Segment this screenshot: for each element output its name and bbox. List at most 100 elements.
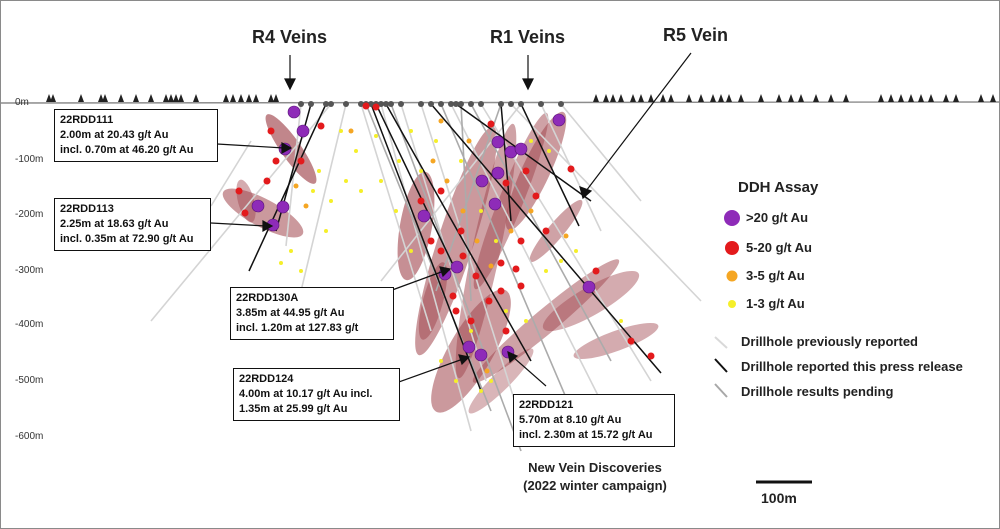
assay-marker (459, 159, 463, 163)
tree-icon (268, 94, 274, 102)
arrow-head (439, 266, 452, 278)
assay-marker (267, 127, 275, 135)
vein-body (542, 270, 640, 332)
assay-marker (466, 138, 472, 144)
assay-marker (439, 359, 443, 363)
assay-marker (339, 129, 343, 133)
legend-drillhole-prev: Drillhole previously reported (741, 334, 918, 349)
assay-marker (474, 348, 488, 362)
legend-drillhole-this: Drillhole reported this press release (741, 359, 963, 374)
tree-icon (118, 94, 124, 102)
drillhole (420, 103, 522, 422)
assay-marker (472, 272, 480, 280)
assay-marker (529, 139, 533, 143)
collar-marker (453, 101, 459, 107)
assay-marker (287, 105, 301, 119)
assay-marker (469, 329, 473, 333)
vein-body (529, 199, 583, 263)
callout-included: incl. 1.20m at 127.83 g/t (236, 322, 359, 334)
assay-marker (528, 208, 534, 214)
collar-marker (538, 101, 544, 107)
assay-marker (467, 317, 475, 325)
collar-marker (383, 101, 389, 107)
tree-icon (928, 94, 934, 102)
drillhole (435, 103, 502, 292)
tree-icon (230, 94, 236, 102)
assay-marker (462, 340, 476, 354)
red-sphere-icon (725, 240, 739, 255)
assay-marker (497, 287, 505, 295)
arrow-head (281, 141, 293, 155)
assay-marker (374, 134, 378, 138)
assay-marker (311, 189, 315, 193)
tree-icon (630, 94, 636, 102)
tree-icon (798, 94, 804, 102)
tree-icon (102, 94, 108, 102)
assay-marker (303, 203, 309, 209)
vein-title-r5: R5 Vein (663, 25, 729, 45)
scale-bar-label: 100m (761, 490, 797, 506)
tree-icon (46, 94, 52, 102)
callout-22rdd121: 22RDD121 5.70m at 8.10 g/t Au incl. 2.30… (513, 394, 675, 447)
tree-icon (603, 94, 609, 102)
drillhole (430, 103, 662, 374)
arrow-head (458, 354, 471, 366)
assay-marker (324, 229, 328, 233)
assay-marker (438, 118, 444, 124)
tree-icon (98, 94, 104, 102)
callout-22rdd113: 22RDD113 2.25m at 18.63 g/t Au incl. 0.3… (54, 198, 211, 251)
drillholes-results-pending (365, 103, 612, 452)
legend-title: DDH Assay (738, 179, 819, 196)
new-vein-caption: New Vein Discoveries (2022 winter campai… (523, 460, 667, 493)
collar-marker (343, 101, 349, 107)
vein-body (222, 188, 304, 238)
callout-hole-id: 22RDD121 (519, 399, 574, 411)
tree-icon (193, 94, 199, 102)
tree-icon (758, 94, 764, 102)
assay-marker (394, 209, 398, 213)
tree-icon (50, 94, 56, 102)
drillhole (390, 103, 522, 452)
assay-marker (379, 179, 383, 183)
assay-marker (419, 169, 423, 173)
depth-label: -100m (15, 154, 44, 165)
legend-assay-1-3: 1-3 g/t Au (728, 296, 805, 311)
assay-marker (417, 197, 425, 205)
drillhole (380, 103, 472, 432)
tree-icon (776, 94, 782, 102)
drillhole (375, 103, 457, 272)
yellow-sphere-icon (728, 299, 736, 308)
collar-marker (468, 101, 474, 107)
collar-marker (448, 101, 454, 107)
tree-icon (686, 94, 692, 102)
callout-interval: 5.70m at 8.10 g/t Au (519, 414, 622, 426)
tree-icon (710, 94, 716, 102)
drillhole-collars (298, 101, 564, 107)
assay-marker (502, 179, 510, 187)
assay-marker (502, 327, 510, 335)
assay-marker (450, 260, 464, 274)
assay-marker (430, 158, 436, 164)
assay-marker (434, 139, 438, 143)
assay-markers (235, 102, 655, 393)
tree-icon (593, 94, 599, 102)
callout-interval: 2.25m at 18.63 g/t Au (60, 218, 169, 230)
assay-marker (417, 209, 431, 223)
assay-marker (627, 337, 635, 345)
collar-marker (508, 101, 514, 107)
drillhole (520, 103, 580, 227)
tree-icon (943, 94, 949, 102)
tree-icon (648, 94, 654, 102)
tree-icon (148, 94, 154, 102)
assay-marker (444, 178, 450, 184)
assay-marker (552, 113, 566, 127)
assay-marker (276, 200, 290, 214)
callout-interval: 4.00m at 10.17 g/t Au incl. (239, 388, 373, 400)
callout-22rdd130a: 22RDD130A 3.85m at 44.95 g/t Au incl. 1.… (230, 287, 394, 340)
assay-marker (542, 227, 550, 235)
collar-marker (358, 101, 364, 107)
depth-label: -200m (15, 209, 44, 220)
tree-icon (178, 94, 184, 102)
assay-marker (272, 157, 280, 165)
